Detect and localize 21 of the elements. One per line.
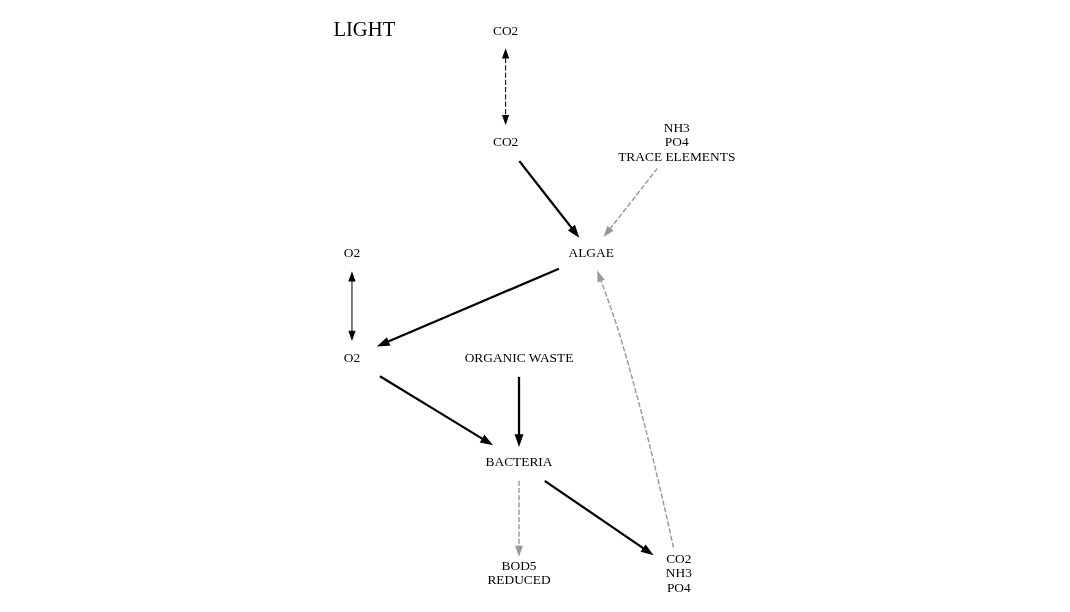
node-text: CO2 NH3 PO4	[665, 550, 692, 595]
arrow	[514, 376, 524, 448]
node-text: CO2	[492, 134, 519, 150]
node-text: ALGAE	[568, 245, 614, 261]
label: LIGHT	[333, 18, 396, 41]
arrow	[376, 267, 560, 347]
arrow	[544, 479, 654, 556]
arrow	[603, 167, 659, 238]
node-text: BACTERIA	[485, 453, 553, 469]
node-text: O2	[343, 245, 361, 261]
node-text: NH3 PO4 TRACE ELEMENTS	[618, 119, 736, 164]
arrow	[348, 271, 356, 342]
node-text: BOD5 REDUCED	[487, 557, 551, 588]
arrow	[597, 270, 675, 549]
arrow	[379, 375, 494, 446]
node-text: O2	[343, 349, 361, 365]
node-text: CO2	[492, 22, 519, 38]
arrow	[515, 480, 523, 557]
arrow	[518, 160, 580, 238]
node-text: ORGANIC WASTE	[464, 349, 574, 365]
arrow	[502, 48, 510, 126]
